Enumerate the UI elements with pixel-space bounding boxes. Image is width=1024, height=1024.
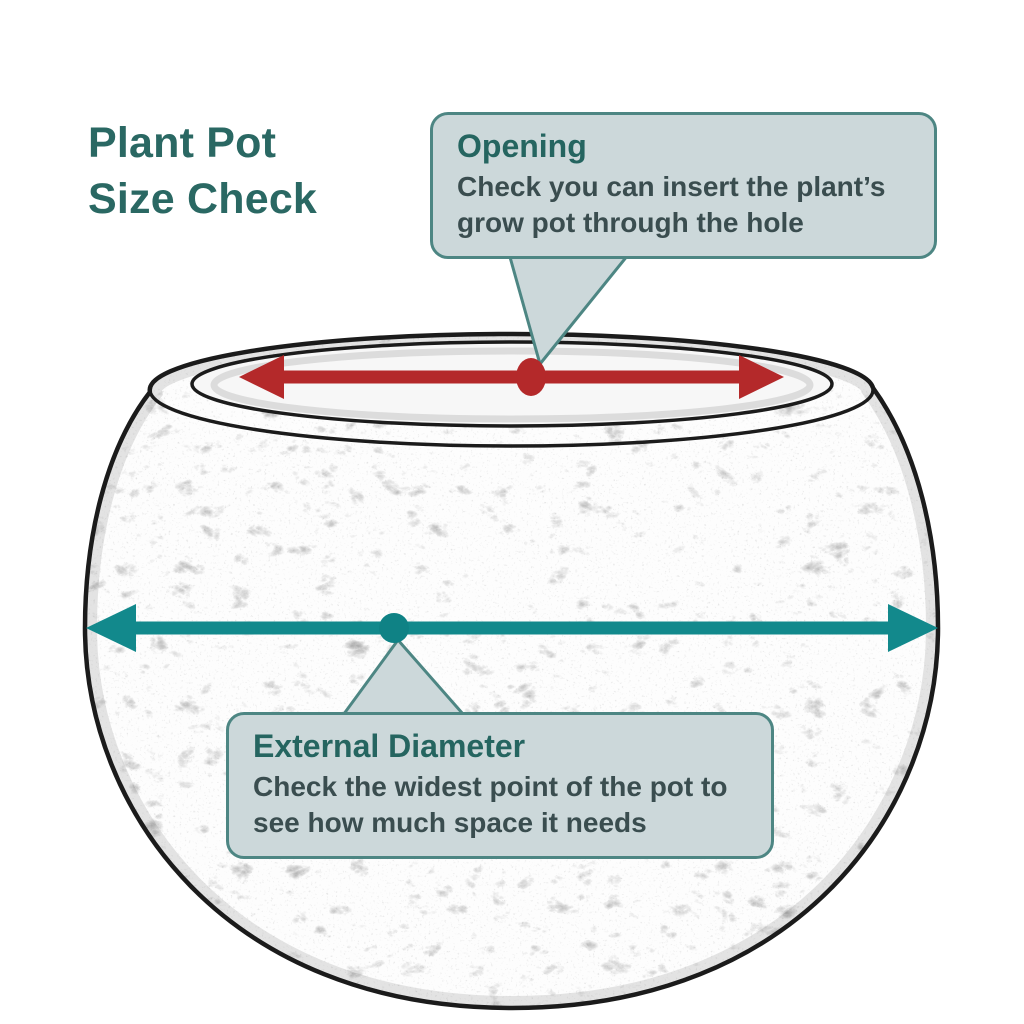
pot-opening-inner-shade [210,347,814,423]
pot-opening-hole [190,340,834,428]
pot-rim-top-outline [147,331,876,393]
opening-callout-title: Opening [457,128,587,164]
external-diameter-callout: External Diameter Check the widest point… [226,712,774,860]
external-diameter-arrow [86,604,938,652]
opening-callout: Opening Check you can insert the plant’s… [430,112,937,260]
opening-width-arrow [239,355,784,399]
page-title-line1: Plant Pot [88,119,277,167]
pot-outline [82,386,941,1011]
page-title-line2: Size Check [88,174,318,223]
pot-texture [85,333,938,1009]
external-diameter-callout-body: Check the widest point of the pot to see… [253,771,728,838]
opening-callout-body: Check you can insert the plant’s grow po… [457,171,886,238]
external-arrow-dot [379,613,409,643]
external-diameter-callout-title: External Diameter [253,728,526,764]
opening-arrow-dot [516,358,546,396]
page-title: Plant Pot Size Check [88,116,317,228]
